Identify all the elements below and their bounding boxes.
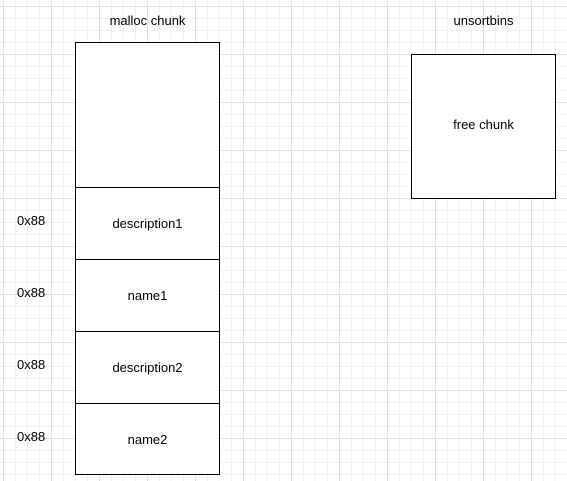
chunk-label: name2 <box>127 431 168 447</box>
chunk-label: name1 <box>127 288 168 303</box>
malloc-top-chunk <box>76 43 219 187</box>
chunk-description2: description2 <box>76 331 219 403</box>
chunk-size-label: 0x88 <box>17 357 46 372</box>
malloc-chunk-stack: description1 name1 description2 name2 <box>75 42 220 475</box>
chunk-label: description1 <box>112 216 183 231</box>
chunk-description1: description1 <box>76 187 219 259</box>
chunk-size-label: 0x88 <box>17 429 46 444</box>
unsortbins-title: unsortbins <box>453 13 514 28</box>
chunk-size-label: 0x88 <box>17 213 46 228</box>
free-chunk-label: free chunk <box>453 117 514 132</box>
chunk-name1: name1 <box>76 259 219 331</box>
chunk-label: description2 <box>112 360 183 375</box>
free-chunk-box: free chunk <box>411 54 556 199</box>
chunk-size-label: 0x88 <box>17 285 46 300</box>
chunk-name2: name2 <box>76 403 219 474</box>
malloc-chunk-title: malloc chunk <box>109 13 186 28</box>
